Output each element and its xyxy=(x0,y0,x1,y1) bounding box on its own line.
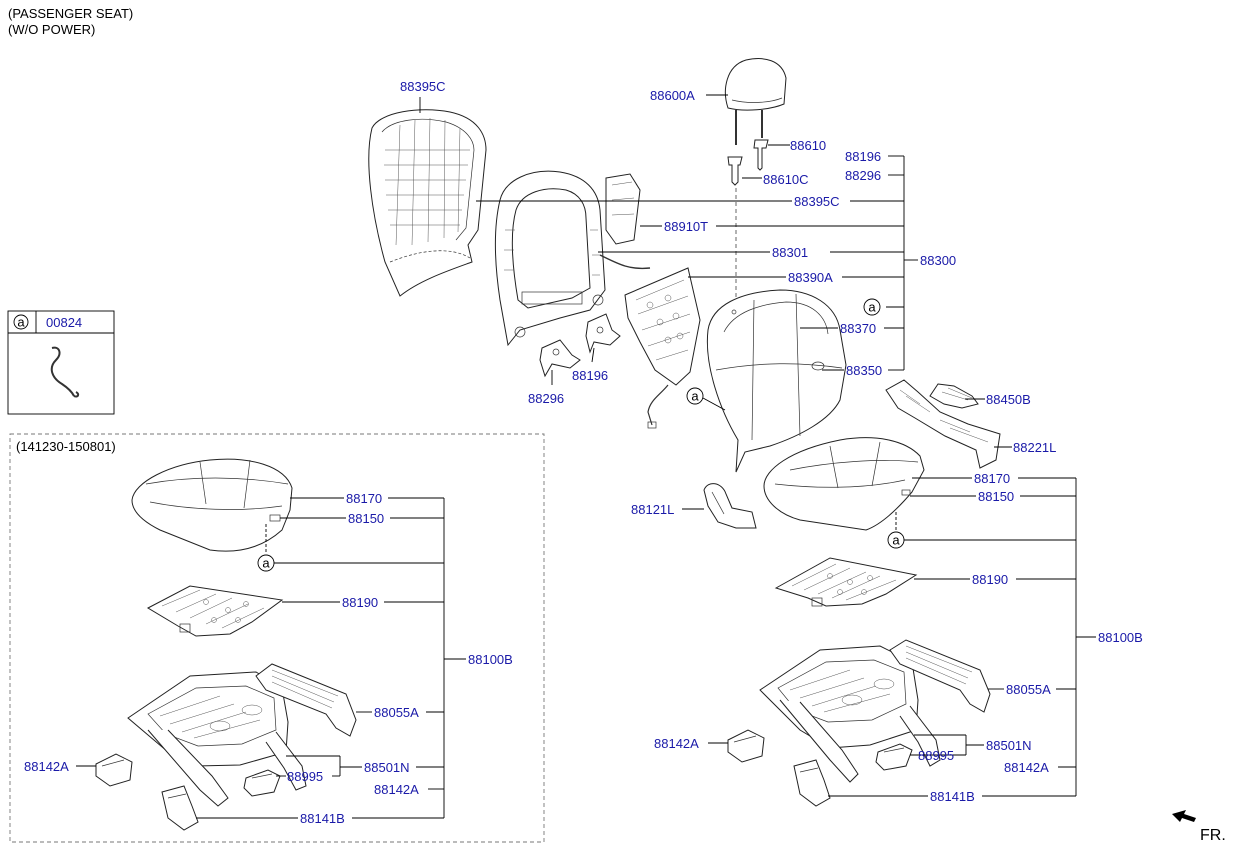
front-direction-arrow-icon xyxy=(1172,810,1196,822)
dated-variant-box: (141230-150801) xyxy=(9,433,545,843)
part-88055A-left[interactable]: 88055A xyxy=(374,705,419,720)
dated-box-range: (141230-150801) xyxy=(16,439,116,454)
callout-a-cushion-left-symbol: a xyxy=(262,556,270,571)
side-airbag-88910T-icon xyxy=(605,173,641,245)
callout-a-seatback xyxy=(686,387,704,405)
seat-cushion-88170-left-icon xyxy=(131,458,293,552)
recliner-cover-88121L-icon xyxy=(703,483,757,529)
cover-88995-left-icon xyxy=(243,769,281,797)
part-88600A[interactable]: 88600A xyxy=(650,88,695,103)
part-88300[interactable]: 88300 xyxy=(920,253,956,268)
part-88121L[interactable]: 88121L xyxy=(631,502,674,517)
legend-circle-a xyxy=(13,314,29,330)
part-88296-bottom[interactable]: 88296 xyxy=(528,391,564,406)
part-88995-right[interactable]: 88995 xyxy=(918,748,954,763)
cushion-mat-88190-right-icon xyxy=(774,557,918,607)
part-88055A-right[interactable]: 88055A xyxy=(1006,682,1051,697)
legend-box: a 00824 xyxy=(7,310,115,415)
diagram-title-line-1: (PASSENGER SEAT) xyxy=(8,6,134,21)
front-direction-label: FR. xyxy=(1200,827,1226,844)
back-mat-88390A-icon xyxy=(624,267,701,429)
part-88100B-right[interactable]: 88100B xyxy=(1098,630,1143,645)
callout-a-cushion-right-symbol: a xyxy=(892,533,900,548)
part-88142A-left-1[interactable]: 88142A xyxy=(24,759,69,774)
cover-88141B-left-icon xyxy=(161,785,199,831)
callout-a-back xyxy=(863,298,881,316)
legend-symbol: a xyxy=(17,315,25,330)
cover-88995-right-icon xyxy=(875,743,913,771)
part-88142A-right-1[interactable]: 88142A xyxy=(654,736,699,751)
legend-frame xyxy=(7,310,115,415)
rail-88055A-right-icon xyxy=(889,639,991,713)
part-00824[interactable]: 00824 xyxy=(46,315,82,330)
clip-00824-icon xyxy=(50,346,75,397)
cover-88141B-right-icon xyxy=(793,759,831,807)
headrest-guide-88610C-icon xyxy=(727,156,743,186)
cover-88142A-left-icon xyxy=(95,753,133,787)
cushion-frame-right-icon xyxy=(759,645,941,783)
part-88450B[interactable]: 88450B xyxy=(986,392,1031,407)
cover-88142A-right-icon xyxy=(727,729,765,763)
part-88995-left[interactable]: 88995 xyxy=(287,769,323,784)
part-88350[interactable]: 88350 xyxy=(846,363,882,378)
part-88100B-left[interactable]: 88100B xyxy=(468,652,513,667)
cushion-frame-left-icon xyxy=(127,671,307,807)
part-88190-left[interactable]: 88190 xyxy=(342,595,378,610)
part-88501N-left[interactable]: 88501N xyxy=(364,760,410,775)
part-88390A[interactable]: 88390A xyxy=(788,270,833,285)
recliner-bracket-88296-icon xyxy=(539,339,581,378)
part-88301[interactable]: 88301 xyxy=(772,245,808,260)
part-88610[interactable]: 88610 xyxy=(790,138,826,153)
seatback-frame-88301-icon xyxy=(495,170,651,347)
part-88610C[interactable]: 88610C xyxy=(763,172,809,187)
rail-88055A-left-icon xyxy=(255,663,357,737)
diagram-title-line-2: (W/O POWER) xyxy=(8,22,96,37)
callout-a-seatback-symbol: a xyxy=(691,389,699,404)
part-88395C-top[interactable]: 88395C xyxy=(400,79,446,94)
cushion-mat-88190-left-icon xyxy=(146,585,284,637)
part-88170-left[interactable]: 88170 xyxy=(346,491,382,506)
headrest-guide-88610-icon xyxy=(753,139,769,171)
part-88221L[interactable]: 88221L xyxy=(1013,440,1056,455)
dated-box-frame xyxy=(9,433,545,843)
part-88150-left[interactable]: 88150 xyxy=(348,511,384,526)
part-88196-right[interactable]: 88196 xyxy=(845,149,881,164)
seatback-cover-88395C-icon xyxy=(368,109,487,297)
part-88501N-right[interactable]: 88501N xyxy=(986,738,1032,753)
part-88142A-left-2[interactable]: 88142A xyxy=(374,782,419,797)
part-88142A-right-2[interactable]: 88142A xyxy=(1004,760,1049,775)
side-cover-88221L-icon xyxy=(885,379,1001,469)
part-88190-right[interactable]: 88190 xyxy=(972,572,1008,587)
part-88395C-right[interactable]: 88395C xyxy=(794,194,840,209)
part-88910T[interactable]: 88910T xyxy=(664,219,708,234)
part-88370[interactable]: 88370 xyxy=(840,321,876,336)
callout-a-back-symbol: a xyxy=(868,300,876,315)
part-88150-right[interactable]: 88150 xyxy=(978,489,1014,504)
recliner-bracket-88196-icon xyxy=(585,313,621,354)
part-88196-bottom[interactable]: 88196 xyxy=(572,368,608,383)
headrest-88600A-icon xyxy=(725,58,787,145)
seat-cushion-88170-right-icon xyxy=(763,437,925,531)
part-88141B-right[interactable]: 88141B xyxy=(930,789,975,804)
side-cover-88450B-icon xyxy=(929,383,979,409)
seatback-pad-88370-icon xyxy=(706,289,847,473)
part-88296-right[interactable]: 88296 xyxy=(845,168,881,183)
part-88141B-left[interactable]: 88141B xyxy=(300,811,345,826)
part-88170-right[interactable]: 88170 xyxy=(974,471,1010,486)
